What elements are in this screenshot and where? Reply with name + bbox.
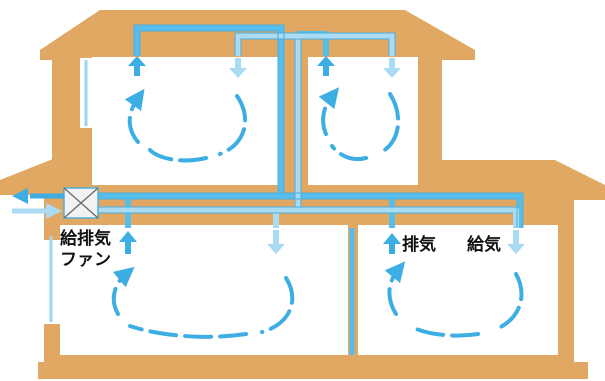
fan-label-line2: ファン (60, 250, 111, 270)
circular-arrow-icon (323, 94, 400, 161)
foundation (38, 362, 588, 379)
circular-arrow-icon (130, 96, 247, 163)
circular-arrow-icon (114, 274, 295, 339)
arrow-up-icon (383, 233, 401, 254)
circular-arrow-icon (389, 270, 524, 338)
room-lower-left (60, 225, 348, 355)
exhaust-duct-main (96, 25, 523, 228)
arrow-down-icon (383, 58, 401, 78)
fan-label-line1: 給排気 (60, 229, 111, 249)
arrow-up-icon (128, 56, 146, 76)
circulation-loops (114, 94, 524, 339)
supply-label: 給気 (467, 235, 501, 255)
window-sashes (49, 60, 88, 322)
arrow-down-icon (507, 230, 525, 254)
duct-outlines (96, 24, 524, 228)
arrow-up-icon (119, 231, 137, 254)
exhaust-label: 排気 (402, 235, 436, 255)
arrow-down-icon (267, 230, 285, 254)
supply-duct-main (96, 33, 519, 228)
room-upper-right (308, 57, 418, 185)
room-arrows (119, 56, 525, 254)
arrow-down-icon (229, 58, 247, 78)
outside-air-arrows (12, 188, 64, 219)
room-upper-left (92, 57, 284, 185)
lower-roof (0, 145, 88, 195)
arrow-up-icon (317, 56, 335, 76)
ducts (96, 24, 524, 355)
fan-icon (63, 187, 99, 219)
